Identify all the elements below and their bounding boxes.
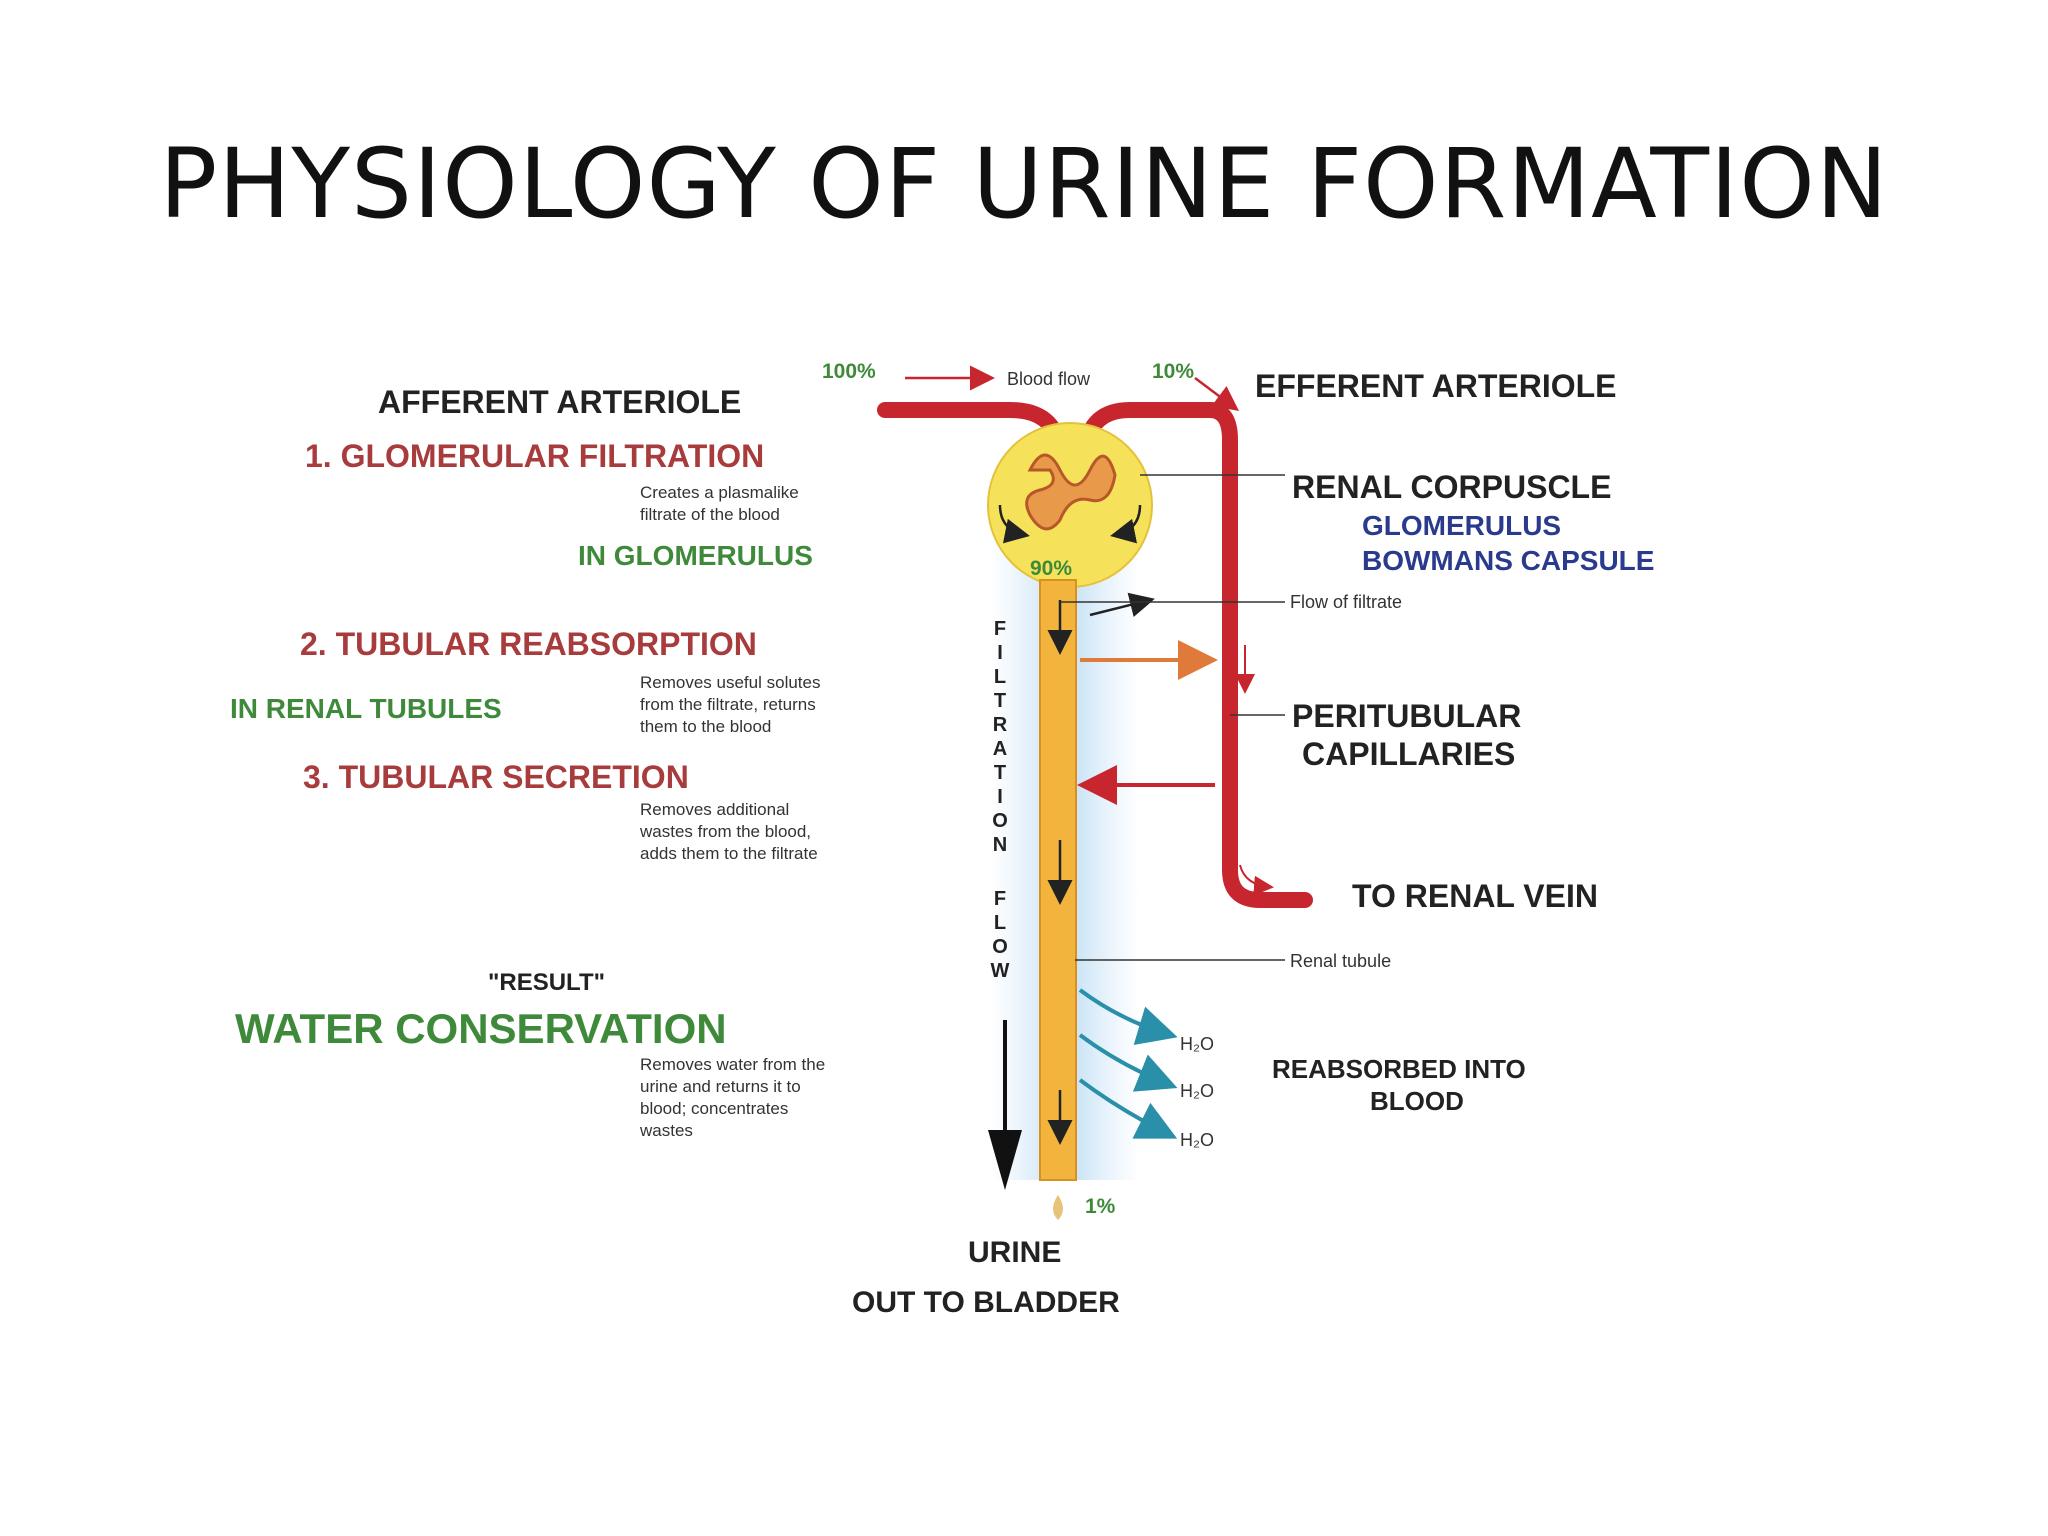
glomerulus-shape	[1025, 453, 1117, 531]
step1-desc-line1: Creates a plasmalike	[640, 483, 799, 502]
renal-tubule-shape	[1039, 579, 1077, 1181]
blood-flow-arrow-out	[1194, 377, 1239, 411]
filtration-flow-letter: W	[991, 960, 1010, 982]
step1-title: 1. GLOMERULAR FILTRATION	[305, 438, 764, 474]
out-to-bladder-label: OUT TO BLADDER	[852, 1286, 1120, 1319]
blood-out-percent: 10%	[1152, 360, 1194, 383]
h2o-label-2: H₂O	[1180, 1081, 1214, 1101]
h2o-label-1: H₂O	[1180, 1034, 1214, 1054]
water-desc-line3: blood; concentrates	[640, 1099, 788, 1118]
filtration-flow-letter: L	[994, 912, 1006, 934]
reabsorbed-label-line2: BLOOD	[1370, 1086, 1464, 1116]
blood-in-percent: 100%	[822, 360, 876, 383]
filtration-flow-letter: R	[993, 714, 1008, 736]
peritubular-label-line1: PERITUBULAR	[1292, 698, 1521, 734]
step2-desc-line3: them to the blood	[640, 717, 771, 736]
filtration-flow-letter: A	[993, 738, 1007, 760]
renal-vein-label: TO RENAL VEIN	[1352, 878, 1598, 914]
step2-title: 2. TUBULAR REABSORPTION	[300, 626, 757, 662]
water-conservation-title: WATER CONSERVATION	[235, 1005, 727, 1052]
urine-label: URINE	[968, 1236, 1061, 1269]
filtration-flow-letter: I	[997, 642, 1003, 664]
water-desc-line2: urine and returns it to	[640, 1077, 801, 1096]
step1-location: IN GLOMERULUS	[578, 540, 813, 571]
reabsorbed-label-line1: REABSORBED INTO	[1272, 1054, 1526, 1084]
step3-desc-line3: adds them to the filtrate	[640, 844, 818, 863]
water-arrow-3	[1078, 1078, 1178, 1139]
step2-location: IN RENAL TUBULES	[230, 693, 502, 724]
water-desc-line4: wastes	[639, 1121, 693, 1140]
filtration-flow-letter: F	[994, 888, 1006, 910]
flow-of-filtrate-label: Flow of filtrate	[1290, 592, 1402, 612]
urine-drop	[1053, 1195, 1063, 1220]
afferent-label: AFFERENT ARTERIOLE	[378, 384, 741, 420]
filtration-flow-letter: I	[997, 786, 1003, 808]
filtrate-percent: 90%	[1030, 557, 1072, 580]
filtration-flow-letter: T	[994, 762, 1006, 784]
blood-flow-label: Blood flow	[1007, 369, 1091, 389]
filtration-flow-letter: O	[992, 810, 1008, 832]
renal-tubule-label: Renal tubule	[1290, 951, 1391, 971]
glomerulus-label: GLOMERULUS	[1362, 510, 1561, 541]
bowmans-capsule-label: BOWMANS CAPSULE	[1362, 545, 1654, 576]
h2o-label-3: H₂O	[1180, 1130, 1214, 1150]
filtration-flow-letter: O	[992, 936, 1008, 958]
step3-title: 3. TUBULAR SECRETION	[303, 759, 689, 795]
result-label: "RESULT"	[488, 969, 605, 996]
renal-corpuscle-label: RENAL CORPUSCLE	[1292, 469, 1611, 505]
filtration-flow-letter: F	[994, 618, 1006, 640]
urine-percent: 1%	[1085, 1195, 1116, 1218]
water-arrow-2	[1078, 1033, 1178, 1092]
efferent-arteriole-vessel	[1077, 402, 1313, 908]
filtration-flow-letter: L	[994, 666, 1006, 688]
step2-desc-line1: Removes useful solutes	[640, 673, 820, 692]
step3-desc-line1: Removes additional	[640, 800, 789, 819]
step1-desc-line2: filtrate of the blood	[640, 505, 780, 524]
step2-desc-line2: from the filtrate, returns	[640, 695, 816, 714]
filtration-flow-letter: T	[994, 690, 1006, 712]
peritubular-label-line2: CAPILLARIES	[1302, 736, 1515, 772]
slide-title: PHYSIOLOGY OF URINE FORMATION	[159, 128, 1889, 240]
water-desc-line1: Removes water from the	[640, 1055, 825, 1074]
water-arrow-1	[1078, 988, 1178, 1045]
step3-desc-line2: wastes from the blood,	[639, 822, 811, 841]
filtration-flow-letter: N	[993, 834, 1007, 856]
efferent-label: EFFERENT ARTERIOLE	[1255, 368, 1616, 404]
